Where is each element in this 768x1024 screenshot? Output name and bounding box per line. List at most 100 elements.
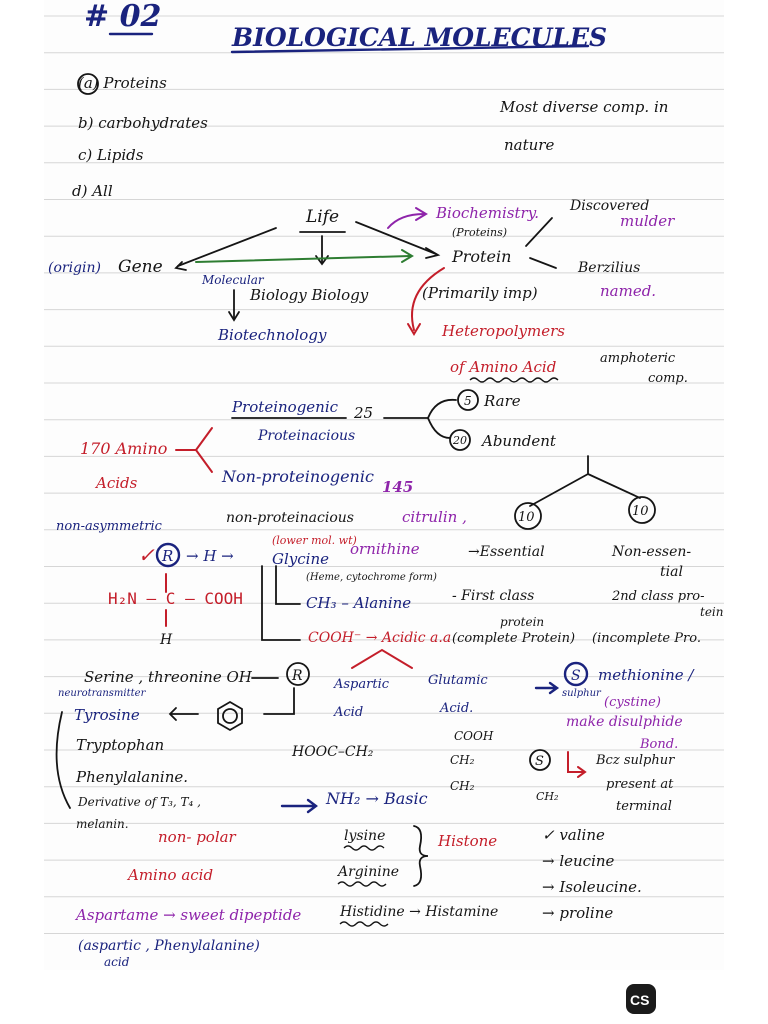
nh2-basic-label: NH₂ → Basic (325, 789, 428, 808)
biochem-arrowhead (415, 207, 428, 221)
check-mark: ✓ (138, 543, 155, 567)
non-polar-label: non- polar (158, 828, 237, 846)
amphoteric-2: comp. (648, 371, 688, 386)
glutamic-label: Glutamic (428, 673, 488, 688)
benzene-ring-icon (217, 700, 243, 732)
gene-arrowhead (174, 261, 187, 271)
arginine-label: Arginine (336, 864, 399, 880)
isoleucine-label: → Isoleucine. (542, 878, 642, 896)
complete-protein-label: (complete Protein) (452, 631, 575, 646)
glutamic-ch2-b: CH₂ (450, 779, 475, 793)
option-c: c) Lipids (78, 146, 144, 164)
amino-acid-label: Amino acid (126, 866, 213, 884)
heteropolymer-arrowhead (407, 323, 421, 336)
non-essential-label-1: Non-essen- (611, 544, 691, 560)
lysine-label: lysine (344, 828, 385, 844)
branch-abundant (427, 417, 451, 439)
named-label: named. (600, 282, 656, 300)
second-class-2: tein (700, 605, 724, 619)
aspartame-label: Aspartame → sweet dipeptide (74, 906, 301, 924)
essential-number: 10 (518, 510, 535, 525)
ruled-lines (44, 15, 724, 934)
methionine-arrow (534, 681, 560, 695)
s-label-2: S (535, 754, 544, 769)
alanine-label: CH₃ – Alanine (306, 594, 411, 612)
glutamic-cooh: COOH (454, 729, 494, 743)
make-disulphide-label: make disulphide (566, 714, 683, 730)
heme-note: (Heme, cytochrome form) (306, 572, 437, 583)
diverse-note-1: Most diverse comp. in (499, 98, 668, 116)
glutamic-acid-label: Acid. (439, 701, 473, 716)
green-arrowhead (401, 249, 414, 263)
life-to-gene-line (177, 227, 277, 267)
neurotransmitter-label: neurotransmitter (58, 688, 147, 699)
abundant-label: Abundent (480, 432, 557, 450)
berzilius-arrow (529, 257, 557, 269)
first-class-label: - First class (452, 588, 534, 604)
option-b: b) carbohydrates (78, 114, 208, 132)
acidic-split-lines (351, 648, 413, 669)
sulphur-label: sulphur (562, 688, 602, 699)
s-label-1: S (571, 668, 581, 684)
r-to-benzene-line (263, 687, 295, 715)
tyrosine-arrow (168, 707, 199, 721)
proline-label: → proline (542, 904, 613, 922)
rare-number: 5 (464, 394, 472, 408)
camscanner-badge-label: CS (630, 992, 649, 1008)
non-essential-number: 10 (632, 504, 649, 519)
heteropolymers-label: Heteropolymers (441, 322, 565, 340)
title-underline (230, 44, 590, 54)
histidine-squiggle (339, 921, 389, 927)
ornithine-label: ornithine (350, 540, 420, 558)
discovered-arrow (525, 217, 553, 247)
arginine-squiggle (337, 881, 387, 887)
r-circle-2 (286, 662, 310, 686)
non-proteinaceous-label: non-proteinacious (226, 510, 354, 526)
formula-bottom-h: H (159, 632, 173, 648)
option-a-circle (77, 73, 99, 95)
valine-label: ✓ valine (542, 826, 605, 844)
proteinaceous-label: Proteinacious (257, 428, 355, 444)
histone-label: Histone (437, 832, 497, 850)
lower-mol-wt-note: (lower mol. wt) (272, 534, 357, 547)
histone-brace (413, 825, 429, 887)
protein-arrowhead (425, 247, 441, 259)
biochem-purple-arrow (387, 213, 425, 229)
r-to-h-arrow: → H → (186, 547, 234, 565)
amino-acid-squiggle (469, 377, 559, 383)
hooc-ch2-label: HOOC–CH₂ (291, 744, 374, 760)
gene-protein-green-arrow (195, 255, 411, 263)
cystine-label: (cystine) (604, 695, 661, 710)
branch-rare (427, 398, 457, 419)
life-label: Life (305, 207, 339, 227)
gene-label: Gene (118, 257, 163, 277)
acidic-aa-label: COOH⁻ → Acidic a.a (308, 630, 451, 646)
biochemistry-label: Biochemistry. (435, 204, 539, 222)
present-at-label: present at (606, 777, 674, 792)
discovered-label: Discovered (569, 198, 649, 214)
essential-branch-lines (529, 455, 641, 507)
bracket-line-1 (261, 565, 301, 641)
bond-label: Bond. (639, 737, 678, 752)
non-essential-label-2: tial (660, 564, 683, 580)
camscanner-badge (626, 984, 656, 1014)
proteinogenic-label: Proteinogenic (231, 398, 339, 416)
s-ch2-label: CH₂ (536, 790, 558, 803)
origin-label: (origin) (48, 260, 101, 276)
option-a: (a) Proteins (78, 74, 167, 92)
non-proteinogenic-label: Non-proteinogenic (221, 467, 374, 486)
tyrosine-label: Tyrosine (74, 706, 140, 724)
molecular-label: Molecular (201, 273, 265, 287)
primarily-imp-label: (Primarily imp) (422, 284, 538, 302)
r-label-2: R (291, 668, 303, 684)
melanin-label: melanin. (76, 817, 129, 831)
aspartic-label: Aspartic (333, 677, 390, 692)
bcz-arrow (567, 751, 587, 778)
bcz-sulphur-label: Bcz sulphur (595, 753, 675, 768)
diverse-note-2: nature (504, 136, 554, 154)
biochem-proteins-note: (Proteins) (452, 226, 507, 239)
non-proteinogenic-count: 145 (382, 478, 413, 496)
biology-biology-label: Biology Biology (249, 286, 369, 304)
amphoteric-1: amphoteric (600, 351, 676, 366)
